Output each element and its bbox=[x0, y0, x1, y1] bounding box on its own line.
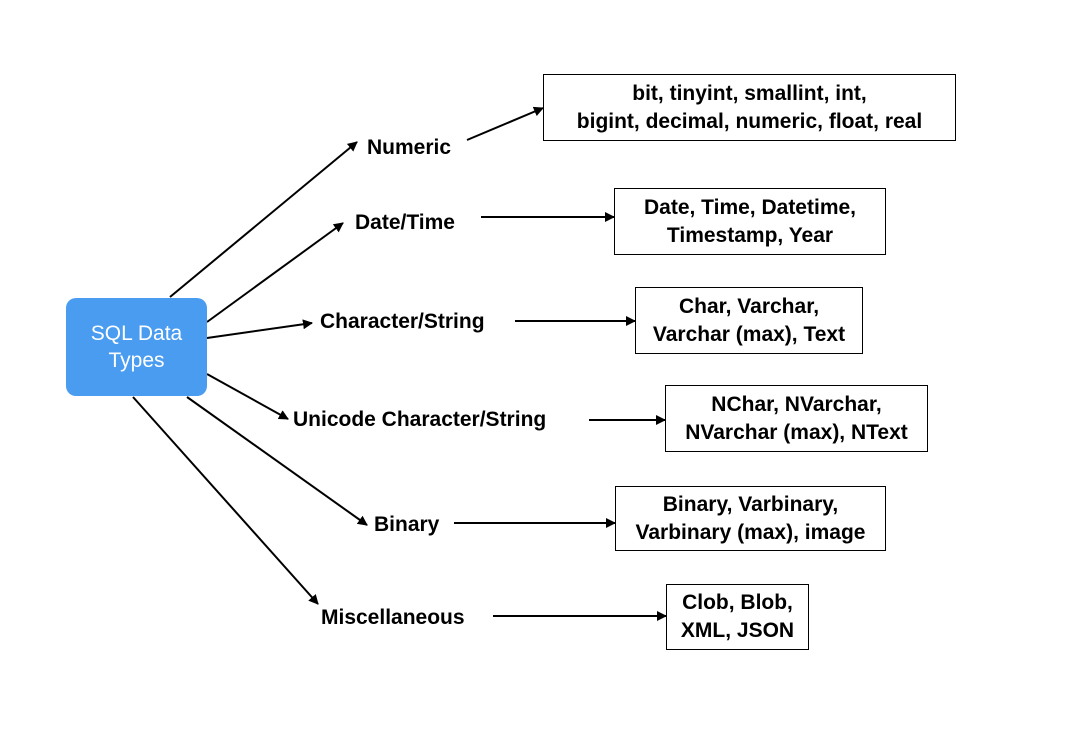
category-label-binary: Binary bbox=[374, 513, 440, 536]
arrow-root-to-binary bbox=[186, 396, 368, 526]
root-label-line2: Types bbox=[108, 349, 165, 372]
types-box-datetime-line1: Date, Time, Datetime, bbox=[643, 195, 857, 219]
category-label-character: Character/String bbox=[320, 310, 485, 333]
arrow-root-to-numeric bbox=[169, 141, 358, 298]
types-box-character-line1: Char, Varchar, bbox=[678, 294, 820, 318]
types-box-binary-line2: Varbinary (max), image bbox=[635, 520, 866, 544]
types-box-binary-line1: Binary, Varbinary, bbox=[662, 492, 839, 516]
arrow-root-to-misc bbox=[132, 396, 319, 605]
category-label-unicode: Unicode Character/String bbox=[293, 408, 547, 431]
arrow-root-to-character bbox=[206, 319, 313, 339]
types-box-unicode: NChar, NVarchar, NVarchar (max), NText bbox=[665, 385, 928, 452]
category-label-numeric: Numeric bbox=[367, 136, 452, 159]
types-box-misc: Clob, Blob, XML, JSON bbox=[666, 584, 809, 650]
types-box-datetime-line2: Timestamp, Year bbox=[666, 223, 834, 247]
category-label-datetime: Date/Time bbox=[355, 211, 455, 234]
types-box-numeric: bit, tinyint, smallint, int, bigint, dec… bbox=[543, 74, 956, 141]
category-label-misc: Miscellaneous bbox=[321, 606, 465, 629]
types-box-datetime: Date, Time, Datetime, Timestamp, Year bbox=[614, 188, 886, 255]
types-box-misc-line2: XML, JSON bbox=[680, 619, 795, 642]
types-box-numeric-line2: bigint, decimal, numeric, float, real bbox=[576, 109, 923, 133]
arrow-numeric-to-box bbox=[466, 106, 544, 141]
root-node: SQL Data Types bbox=[66, 298, 207, 396]
root-label-line1: SQL Data bbox=[90, 322, 183, 345]
types-box-binary: Binary, Varbinary, Varbinary (max), imag… bbox=[615, 486, 886, 551]
arrow-root-to-datetime bbox=[206, 222, 344, 323]
types-box-unicode-line2: NVarchar (max), NText bbox=[685, 420, 908, 444]
types-box-misc-line1: Clob, Blob, bbox=[682, 591, 793, 614]
types-box-numeric-line1: bit, tinyint, smallint, int, bbox=[632, 81, 867, 105]
arrow-root-to-unicode bbox=[206, 373, 289, 420]
types-box-unicode-line1: NChar, NVarchar, bbox=[711, 392, 882, 416]
types-box-character: Char, Varchar, Varchar (max), Text bbox=[635, 287, 863, 354]
types-box-character-line2: Varchar (max), Text bbox=[652, 322, 846, 346]
